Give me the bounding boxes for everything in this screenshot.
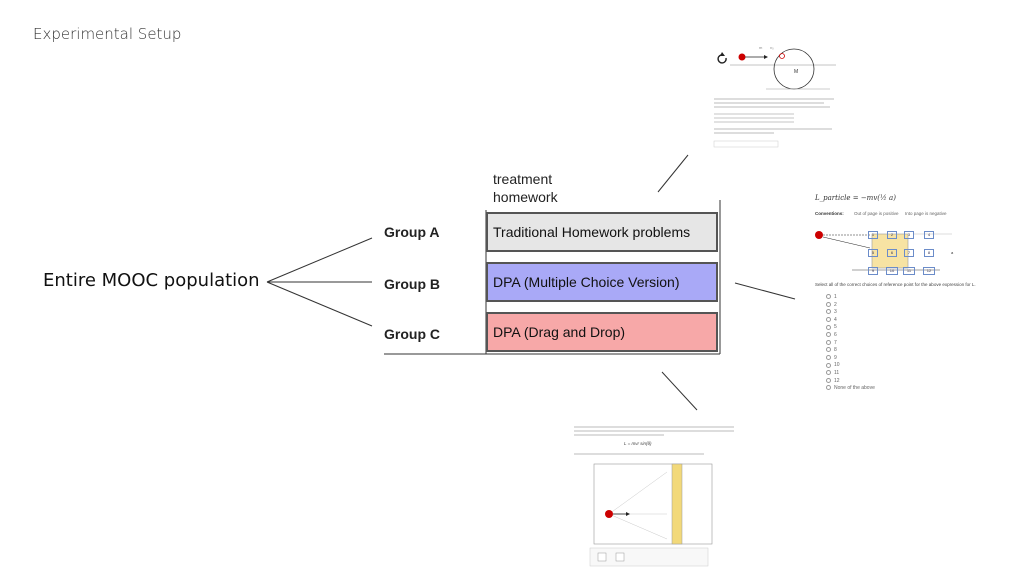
thumb-right-into-page: Into page is negative [905, 211, 947, 216]
treatment-header: treatment homework [493, 170, 558, 206]
treatment-text-b: DPA (Multiple Choice Version) [493, 274, 680, 290]
option-none[interactable]: None of the above [826, 385, 875, 393]
option-11[interactable]: 11 [826, 370, 875, 378]
option-3[interactable]: 3 [826, 309, 875, 317]
thumbnail-bottom: L = mvr sin(θ) [572, 424, 750, 572]
option-9[interactable]: 9 [826, 355, 875, 363]
grid-label-3: 3 [904, 231, 914, 239]
option-12[interactable]: 12 [826, 378, 875, 386]
branch-line-c [266, 281, 373, 327]
treatment-header-line1: treatment [493, 171, 553, 187]
treatment-box-c: DPA (Drag and Drop) [486, 312, 718, 352]
rotate-icon [717, 54, 727, 64]
thumb-right-grid-figure [815, 231, 952, 271]
thumb-top-v0: v₀ [770, 45, 774, 50]
option-2[interactable]: 2 [826, 302, 875, 310]
grid-label-8: 8 [924, 249, 934, 257]
thumbnail-top: m v₀ M [706, 45, 848, 158]
thumb-bottom-formula: L = mvr sin(θ) [624, 441, 652, 446]
thumb-right-conventions: Conventions: [815, 211, 844, 216]
grid-label-2: 2 [887, 231, 897, 239]
thumb-top-m: m [759, 45, 763, 50]
branch-line-a [266, 237, 373, 283]
thumb-right-grid-labels: 1 2 3 4 5 6 7 8 9 10 11 12 [867, 231, 947, 275]
group-label-c: Group C [384, 326, 440, 342]
grid-label-11: 11 [903, 267, 915, 275]
group-label-a: Group A [384, 224, 440, 240]
option-1[interactable]: 1 [826, 294, 875, 302]
thumbnail-top-figure [706, 48, 848, 158]
pointer-line-right [734, 282, 796, 300]
thumbnail-bottom-figure [574, 426, 734, 567]
thumb-right-options: 1 2 3 4 5 6 7 8 9 10 11 12 None of the a… [826, 294, 875, 393]
treatment-header-line2: homework [493, 189, 558, 205]
thumbnail-right: L_particle = −mv(½ a) Conventions: Out o… [812, 190, 976, 405]
grid-label-12: 12 [923, 267, 935, 275]
grid-label-1: 1 [868, 231, 878, 239]
pointer-line-top [657, 154, 689, 193]
thumb-top-M: M [794, 69, 799, 75]
option-8[interactable]: 8 [826, 347, 875, 355]
grid-label-6: 6 [887, 249, 897, 257]
thumb-right-dim-a: a [951, 250, 954, 255]
thumb-right-equation: L_particle = −mv(½ a) [815, 194, 896, 202]
option-10[interactable]: 10 [826, 362, 875, 370]
grid-label-10: 10 [886, 267, 898, 275]
pointer-line-bottom [661, 371, 698, 411]
grid-label-9: 9 [868, 267, 878, 275]
treatment-box-a: Traditional Homework problems [486, 212, 718, 252]
treatment-box-b: DPA (Multiple Choice Version) [486, 262, 718, 302]
grid-label-4: 4 [924, 231, 934, 239]
thumb-right-out-of-page: Out of page is positive [854, 211, 899, 216]
grid-label-5: 5 [868, 249, 878, 257]
slide-title: Experimental Setup [33, 25, 182, 43]
thumb-right-question: Select all of the correct choices of ref… [815, 282, 976, 287]
option-5[interactable]: 5 [826, 324, 875, 332]
treatment-text-c: DPA (Drag and Drop) [493, 324, 626, 340]
option-4[interactable]: 4 [826, 317, 875, 325]
grid-label-7: 7 [904, 249, 914, 257]
group-label-b: Group B [384, 276, 440, 292]
treatment-text-a: Traditional Homework problems [493, 224, 691, 240]
option-7[interactable]: 7 [826, 340, 875, 348]
option-6[interactable]: 6 [826, 332, 875, 340]
population-label: Entire MOOC population [43, 270, 260, 291]
